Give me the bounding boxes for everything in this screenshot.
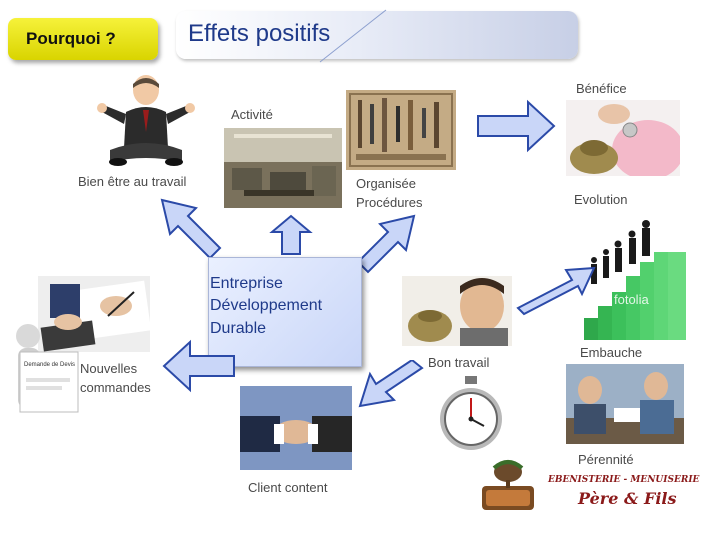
arrow-to-evolution <box>516 266 596 316</box>
label-activite: Activité <box>231 107 273 122</box>
meditation-figure-icon <box>97 75 195 166</box>
center-box <box>208 257 362 367</box>
growth-staircase-image: fotolia <box>576 214 694 340</box>
arrow-to-nouvelles <box>162 339 235 393</box>
label-perennite: Pérennité <box>578 452 634 467</box>
writing-hands-photo <box>38 276 150 352</box>
label-bon-travail: Bon travail <box>428 355 490 370</box>
title-decor-line <box>319 9 387 63</box>
label-commandes: commandes <box>80 380 151 395</box>
colleagues-photo <box>566 364 684 444</box>
arrow-to-client <box>358 360 424 408</box>
center-line-3: Durable <box>210 319 267 337</box>
slide-title: Effets positifs <box>188 20 331 47</box>
handshake-photo <box>240 386 352 470</box>
devis-card-figure: Demande de Devis <box>6 322 80 416</box>
label-benefice: Bénéfice <box>576 81 627 96</box>
tools-wall-photo <box>346 90 456 170</box>
label-evolution: Evolution <box>574 192 628 207</box>
piggy-bank-photo <box>566 100 680 176</box>
label-bien-etre: Bien être au travail <box>78 174 187 189</box>
logo-line-1: EBENISTERIE - MENUISERIE <box>547 475 700 485</box>
arrow-to-activite <box>269 214 313 255</box>
arrow-to-organisee <box>356 214 416 274</box>
label-embauche: Embauche <box>580 345 643 360</box>
center-text: Entreprise Développement Durable <box>210 273 322 340</box>
pensive-worker-photo <box>402 276 512 346</box>
label-client-content: Client content <box>248 480 328 495</box>
label-organisee: Organisée <box>356 176 416 191</box>
logo-line-2: Père & Fils <box>577 489 677 508</box>
center-line-1: Entreprise <box>210 275 283 292</box>
wood-sign-logo <box>482 460 534 510</box>
label-nouvelles: Nouvelles <box>80 361 138 376</box>
company-name-logo: EBENISTERIE - MENUISERIE Père & Fils <box>547 475 700 508</box>
devis-card-text: Demande de Devis <box>24 362 75 368</box>
arrow-to-bien-etre <box>160 198 222 260</box>
workshop-photo <box>224 128 342 208</box>
stopwatch-icon <box>440 376 502 450</box>
arrow-to-benefice <box>477 99 556 153</box>
watermark-text: fotolia <box>614 292 649 307</box>
label-procedures: Procédures <box>356 195 423 210</box>
title-bar <box>176 11 578 59</box>
why-button[interactable]: Pourquoi ? <box>8 18 158 60</box>
center-line-2: Développement <box>210 297 323 315</box>
